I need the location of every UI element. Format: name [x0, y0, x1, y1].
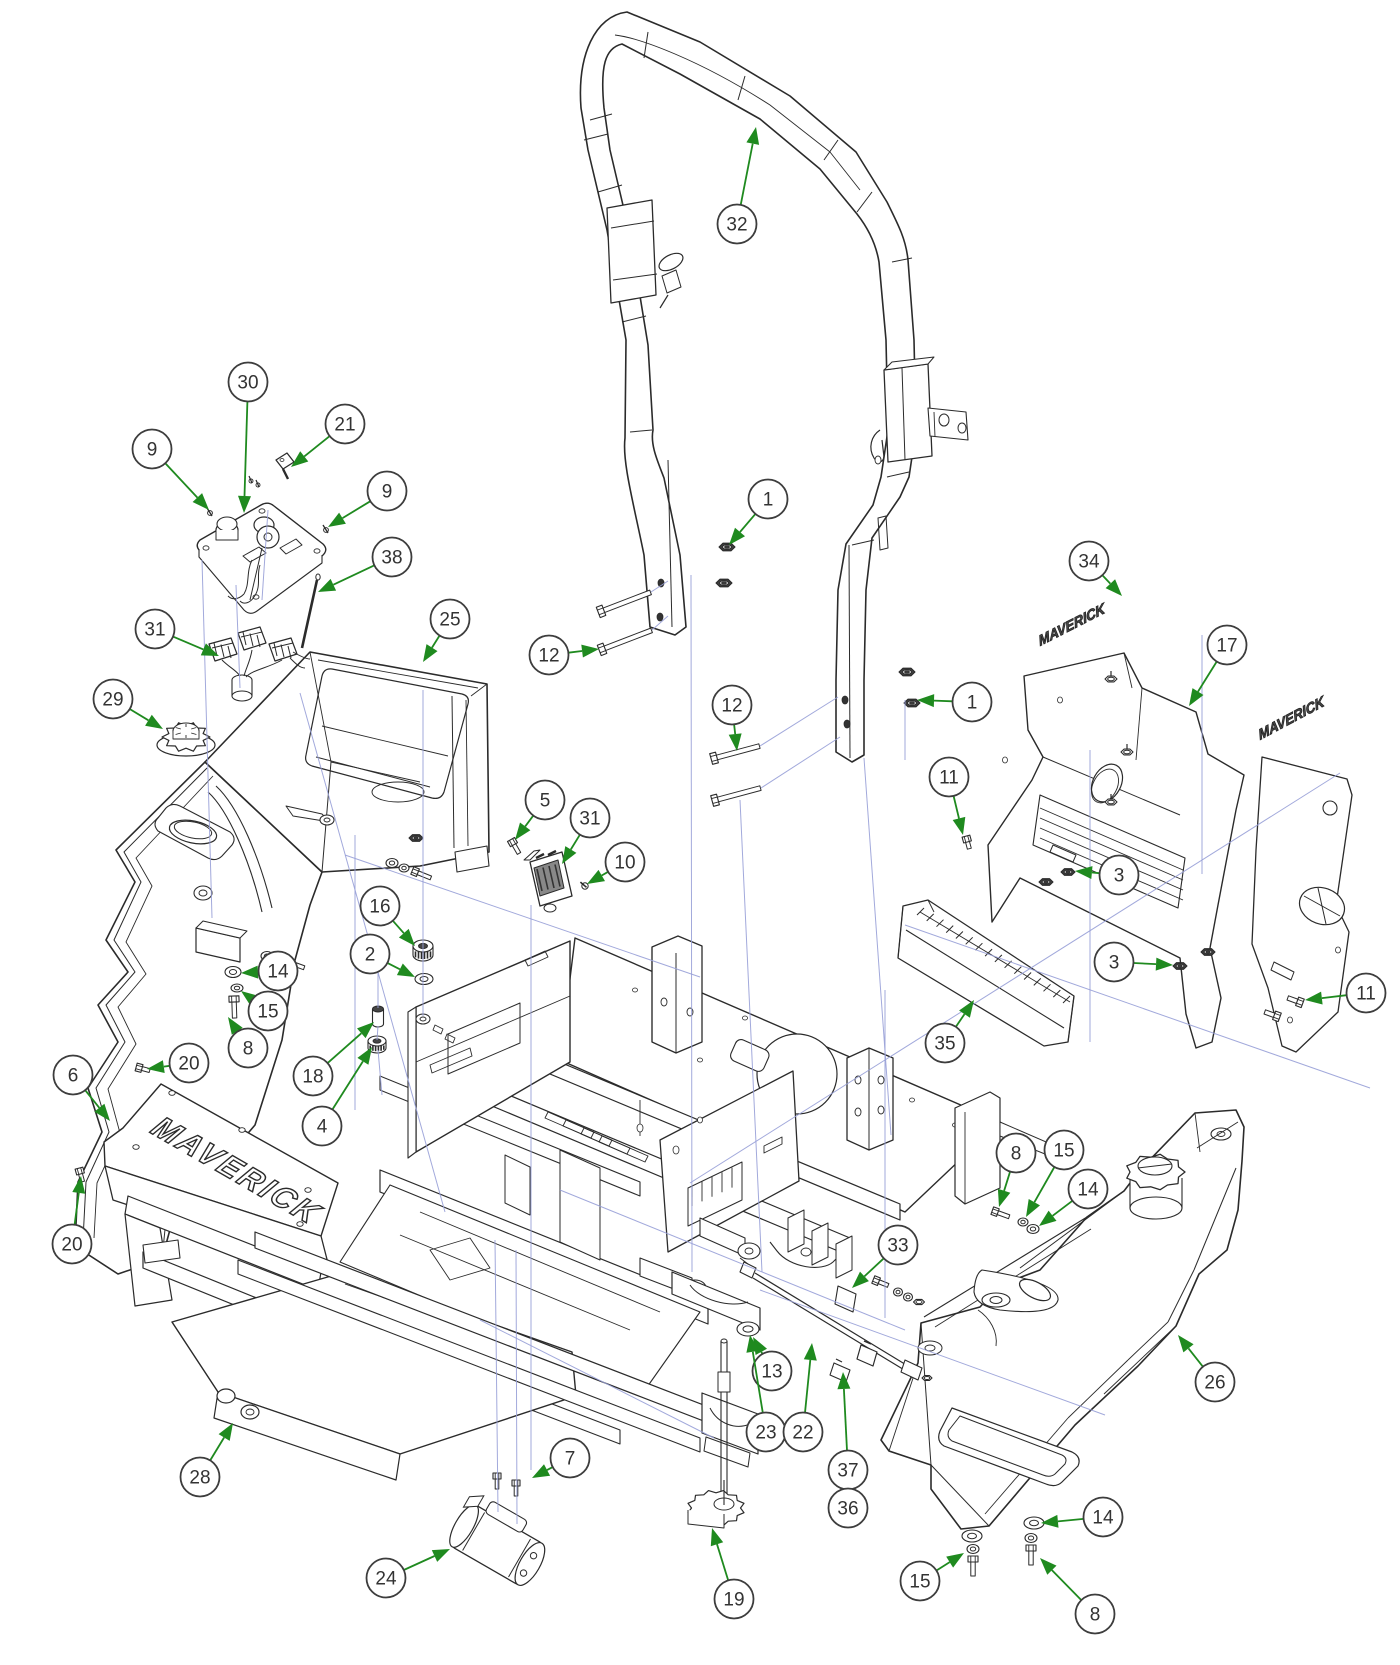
svg-text:26: 26: [1204, 1373, 1225, 1394]
svg-text:3: 3: [1109, 953, 1120, 974]
svg-text:15: 15: [1053, 1141, 1074, 1162]
svg-text:30: 30: [237, 373, 258, 394]
svg-text:17: 17: [1216, 636, 1237, 657]
svg-text:16: 16: [369, 897, 390, 918]
svg-text:14: 14: [1077, 1180, 1099, 1201]
svg-text:36: 36: [837, 1499, 858, 1520]
svg-text:3: 3: [1114, 866, 1125, 887]
svg-text:20: 20: [178, 1054, 199, 1075]
svg-text:10: 10: [614, 853, 635, 874]
svg-text:33: 33: [887, 1236, 908, 1257]
svg-text:1: 1: [763, 490, 774, 511]
svg-text:1: 1: [967, 693, 978, 714]
svg-text:28: 28: [189, 1468, 210, 1489]
svg-text:32: 32: [726, 215, 747, 236]
svg-text:12: 12: [721, 696, 742, 717]
svg-text:31: 31: [144, 620, 165, 641]
svg-text:9: 9: [147, 440, 158, 461]
svg-text:21: 21: [334, 415, 355, 436]
svg-text:15: 15: [257, 1002, 278, 1023]
svg-text:15: 15: [909, 1572, 930, 1593]
svg-text:8: 8: [1011, 1144, 1022, 1165]
svg-text:5: 5: [540, 791, 551, 812]
svg-text:9: 9: [382, 482, 393, 503]
svg-text:18: 18: [302, 1067, 323, 1088]
svg-text:22: 22: [792, 1423, 813, 1444]
svg-text:13: 13: [761, 1362, 782, 1383]
svg-text:34: 34: [1078, 552, 1100, 573]
svg-text:29: 29: [102, 690, 123, 711]
svg-text:37: 37: [837, 1461, 858, 1482]
svg-text:11: 11: [1356, 984, 1376, 1005]
svg-text:25: 25: [439, 610, 460, 631]
svg-text:4: 4: [317, 1117, 328, 1138]
svg-text:19: 19: [723, 1590, 744, 1611]
svg-text:6: 6: [68, 1066, 79, 1087]
svg-text:35: 35: [934, 1034, 955, 1055]
svg-text:14: 14: [267, 962, 289, 983]
svg-text:2: 2: [365, 945, 376, 966]
svg-text:8: 8: [1090, 1605, 1101, 1626]
svg-text:24: 24: [375, 1569, 397, 1590]
svg-text:8: 8: [243, 1039, 254, 1060]
svg-text:23: 23: [755, 1423, 776, 1444]
svg-text:11: 11: [939, 768, 959, 789]
svg-text:31: 31: [579, 809, 600, 830]
svg-text:12: 12: [538, 646, 559, 667]
svg-text:38: 38: [381, 548, 402, 569]
svg-text:14: 14: [1092, 1508, 1114, 1529]
svg-text:20: 20: [61, 1235, 82, 1256]
svg-text:7: 7: [565, 1449, 576, 1470]
